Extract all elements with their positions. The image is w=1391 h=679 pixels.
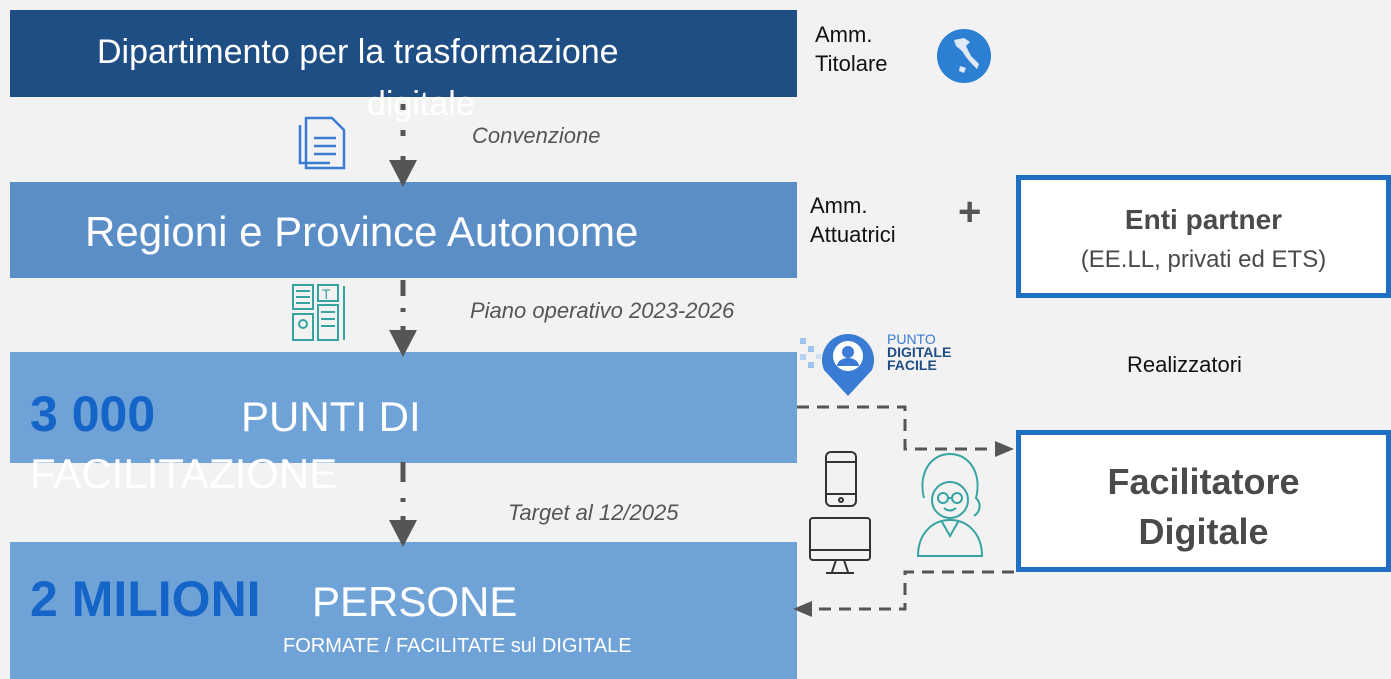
persone-sub: FORMATE / FACILITATE sul DIGITALE: [283, 635, 632, 657]
facilitatore-line2: Digitale: [1138, 511, 1269, 552]
dept-title-line1: Dipartimento per la trasformazione: [97, 33, 619, 71]
punti-text2: FACILITAZIONE: [30, 450, 338, 497]
arrow-right-icon: [995, 441, 1014, 457]
realizzatori-label: Realizzatori: [1127, 352, 1242, 377]
regioni-box: [10, 182, 797, 278]
enti-title: Enti partner: [1124, 204, 1283, 235]
smartphone-icon: [825, 451, 857, 507]
persone-box: [10, 542, 797, 679]
amm-attuatrici-line1: Amm.: [810, 193, 868, 218]
facilitator-avatar-icon: [916, 452, 984, 557]
enti-sub: (EE.LL, privati ed ETS): [1080, 246, 1327, 273]
enti-partner-box: Enti partner (EE.LL, privati ed ETS): [1016, 175, 1391, 298]
plus-sign: +: [958, 190, 982, 234]
convenzione-label: Convenzione: [472, 123, 601, 148]
target-label: Target al 12/2025: [508, 500, 679, 525]
pdf-logo-line2: DIGITALE: [887, 344, 952, 360]
connector-1: [389, 104, 417, 187]
pdf-logo-text: PUNTO DIGITALE FACILE: [887, 331, 952, 373]
facilitatore-line1: Facilitatore: [1107, 461, 1300, 502]
punti-text1: PUNTI DI: [241, 393, 421, 440]
dashed-link-to-persone: [793, 570, 1014, 617]
document-icon: [298, 116, 346, 170]
pdf-logo-line3: FACILE: [887, 357, 937, 373]
pdf-logo-line1: PUNTO: [887, 331, 936, 347]
svg-text:T: T: [322, 286, 331, 302]
connector-3: [389, 462, 417, 547]
amm-titolare-label: Amm. Titolare: [815, 20, 888, 78]
persone-text: PERSONE: [312, 578, 518, 625]
dept-title-line2: digitale: [367, 85, 475, 123]
monitor-icon: [809, 517, 871, 574]
punti-box: [10, 352, 797, 463]
amm-attuatrici-line2: Attuatrici: [810, 222, 896, 247]
punti-number: 3 000: [30, 386, 156, 442]
arrow-down-icon: [389, 160, 417, 187]
italy-map-icon: [937, 29, 991, 83]
amm-titolare-line1: Amm.: [815, 22, 873, 47]
persone-number: 2 MILIONI: [30, 571, 261, 627]
regioni-title: Regioni e Province Autonome: [85, 208, 639, 255]
facilitatore-box: Facilitatore Digitale: [1016, 430, 1391, 572]
dept-box: [10, 10, 797, 97]
arrow-down-icon: [389, 330, 417, 357]
punto-digitale-facile-logo: [800, 334, 874, 396]
layout-icon: T: [292, 284, 345, 341]
arrow-left-icon: [793, 601, 812, 617]
amm-attuatrici-label: Amm. Attuatrici: [810, 191, 896, 249]
dashed-link-to-facilitatore: [797, 405, 1014, 457]
arrow-down-icon: [389, 520, 417, 547]
amm-titolare-line2: Titolare: [815, 51, 888, 76]
piano-label: Piano operativo 2023-2026: [470, 298, 735, 323]
connector-2: [389, 280, 417, 357]
